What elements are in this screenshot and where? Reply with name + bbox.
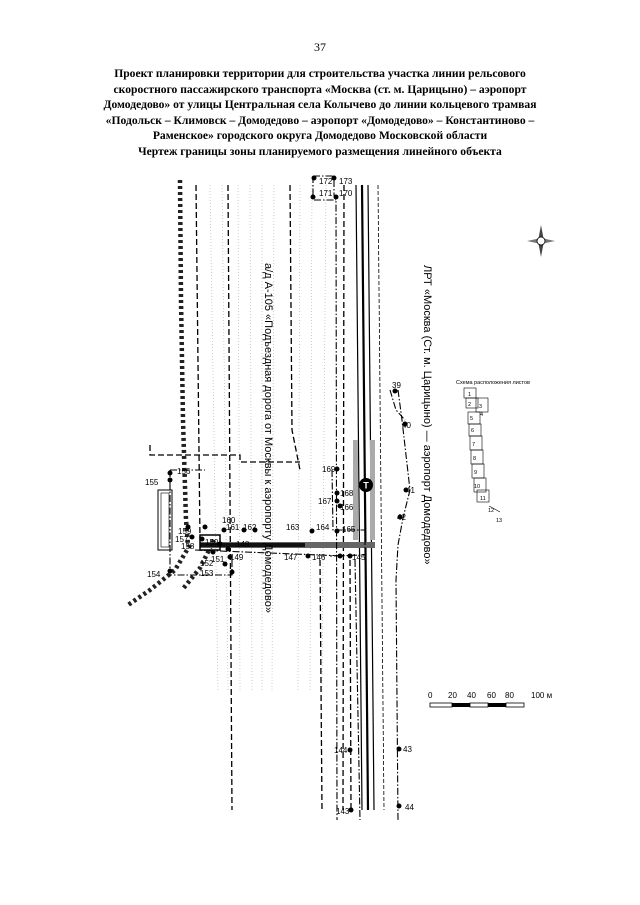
point-label: 42	[397, 513, 406, 522]
point-label: 151	[211, 555, 225, 564]
point-label: 172	[319, 177, 333, 186]
inset-sheet-label: 6	[471, 428, 474, 434]
point-label: 147	[284, 553, 298, 562]
point-label: 156	[177, 467, 191, 476]
title-line: Проект планировки территории для строите…	[114, 67, 526, 80]
scale-tick-label: 20	[448, 691, 457, 700]
point-label: 146	[312, 553, 326, 562]
point-label: 149	[230, 553, 244, 562]
road-label: а/д А-105 «Подъездная дорога от Москвы к…	[262, 263, 274, 613]
inset-sheet-label: 13	[496, 518, 502, 524]
title-line: Чертеж границы зоны планируемого размеще…	[138, 144, 502, 158]
scale-bar: 0 20 40 60 80 100 м	[428, 691, 552, 708]
point-label: 167	[318, 497, 332, 506]
point-label: 155	[145, 478, 159, 487]
compass-rose-icon	[527, 225, 555, 257]
inset-sheet-label: 8	[473, 456, 476, 462]
drawing-title: Проект планировки территории для строите…	[60, 66, 580, 160]
inset-sheet-label: 3	[479, 404, 482, 410]
point-label: 164	[316, 523, 330, 532]
scale-tick-label: 80	[505, 691, 514, 700]
inset-sheet-label: 7	[472, 442, 475, 448]
scale-end-label: 100 м	[531, 691, 552, 700]
point-label: 143	[336, 807, 350, 816]
point-label: 160	[222, 516, 236, 525]
point-label: 145	[352, 553, 366, 562]
platform-bar	[370, 440, 375, 540]
point-label: 158	[181, 542, 195, 551]
inset-sheet-label: 10	[474, 484, 480, 490]
inset-sheet-label: 11	[480, 496, 486, 502]
zone-boundary	[169, 175, 411, 821]
inset-sheet-label: 5	[470, 416, 473, 422]
inset-labels: Схема расположения листов 1 2 3 4 5 6 7 …	[456, 380, 530, 524]
inset-sheet-label: 4	[480, 412, 483, 418]
point-label: 44	[405, 803, 414, 812]
point-label: 41	[406, 486, 415, 495]
point-label: 163	[286, 523, 300, 532]
title-line: Домодедово» от улицы Центральная села Ко…	[103, 98, 537, 112]
inset-sheet-label: 9	[474, 470, 477, 476]
point-label: 144	[334, 746, 348, 755]
point-label: 39	[392, 381, 401, 390]
point-label: 159	[178, 527, 192, 536]
point-label: 169	[322, 465, 336, 474]
point-label: 171	[319, 189, 333, 198]
point-label: 168	[340, 489, 354, 498]
inset-title: Схема расположения листов	[456, 380, 530, 386]
inset-sheet-label: 1	[468, 392, 471, 398]
svg-text:T: T	[363, 481, 369, 491]
point-label: 166	[340, 503, 354, 512]
point-label: 154	[147, 570, 161, 579]
point-label: 157	[175, 535, 189, 544]
point-label: 173	[339, 177, 353, 186]
point-label: 162	[243, 523, 257, 532]
scale-tick-label: 40	[467, 691, 476, 700]
point-label: 153	[200, 569, 214, 578]
scale-tick-label: 0	[428, 691, 433, 700]
rail-label: ЛРТ «Москва (Ст. м. Царицыно) — аэропорт…	[421, 265, 433, 565]
point-label: 148	[236, 540, 250, 549]
transit-stop-icon: T	[359, 478, 373, 492]
inset-sheet-layout	[463, 387, 501, 513]
point-label: 165	[342, 525, 356, 534]
scale-tick-label: 60	[487, 691, 496, 700]
point-label: 161	[226, 523, 240, 532]
point-label: 152	[200, 559, 214, 568]
page-number: 37	[314, 40, 326, 54]
point-label: 170	[339, 189, 353, 198]
title-line: скоростного пассажирского транспорта «Мо…	[113, 82, 527, 96]
point-labels: 39 40 41 42 43 44 172 173 171 170 169 16…	[145, 177, 415, 816]
inset-sheet-label: 2	[468, 402, 471, 408]
road-edges	[149, 184, 352, 811]
road-area	[209, 184, 327, 691]
title-line: «Подольск – Климовск – Домодедово – аэро…	[105, 113, 535, 127]
point-label: 40	[402, 421, 411, 430]
title-line: Раменское» городского округа Домодедово …	[152, 129, 488, 143]
platform-bar	[353, 440, 358, 540]
inset-sheet-label: 12	[488, 508, 494, 514]
point-markers	[167, 175, 409, 813]
point-label: 43	[403, 745, 412, 754]
point-label: 150	[205, 538, 219, 547]
